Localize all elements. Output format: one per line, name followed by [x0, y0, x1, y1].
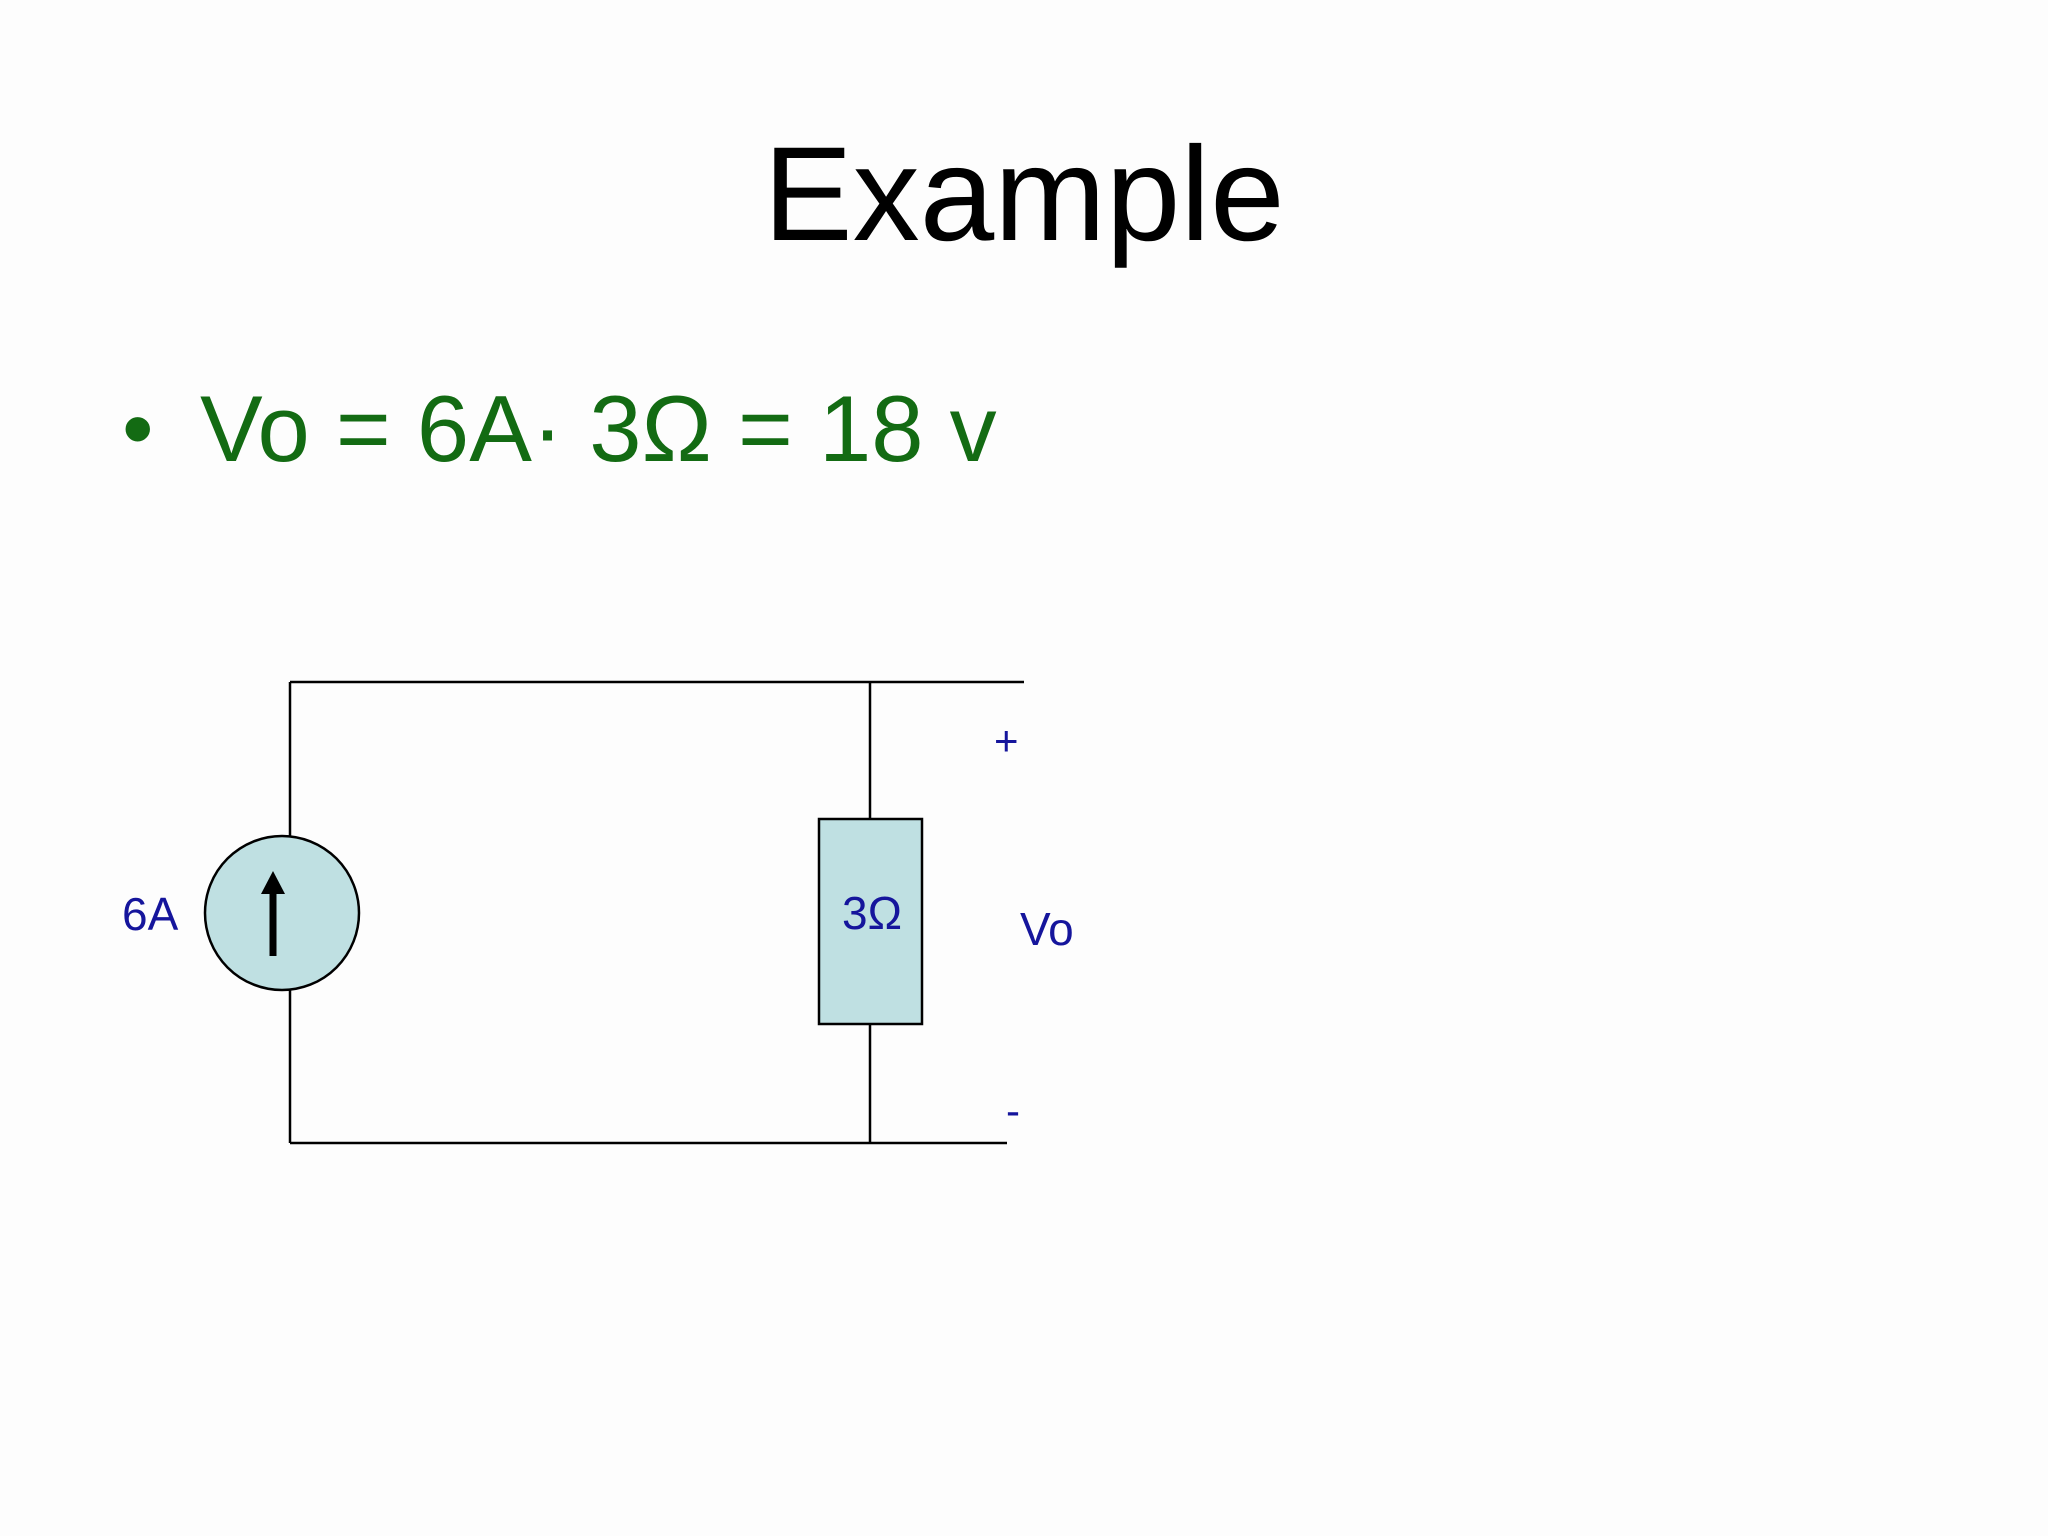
current-source-circle [203, 834, 361, 992]
bullet-dot-icon: • [122, 379, 154, 479]
current-direction-arrow-icon [261, 871, 285, 894]
negative-terminal-label: - [1006, 1087, 1020, 1134]
resistor-label: 3Ω [842, 887, 902, 939]
bullet-equation: Vo = 6A· 3Ω = 18 v [200, 376, 997, 481]
bullet-item: • Vo = 6A· 3Ω = 18 v [122, 374, 997, 484]
output-voltage-label: Vo [1020, 903, 1074, 955]
slide-title: Example [763, 120, 1285, 269]
current-source-label: 6A [122, 888, 179, 940]
circuit-wires [288, 680, 1024, 1145]
resistor [817, 817, 924, 1026]
positive-terminal-label: + [994, 717, 1019, 764]
current-source [203, 834, 361, 992]
